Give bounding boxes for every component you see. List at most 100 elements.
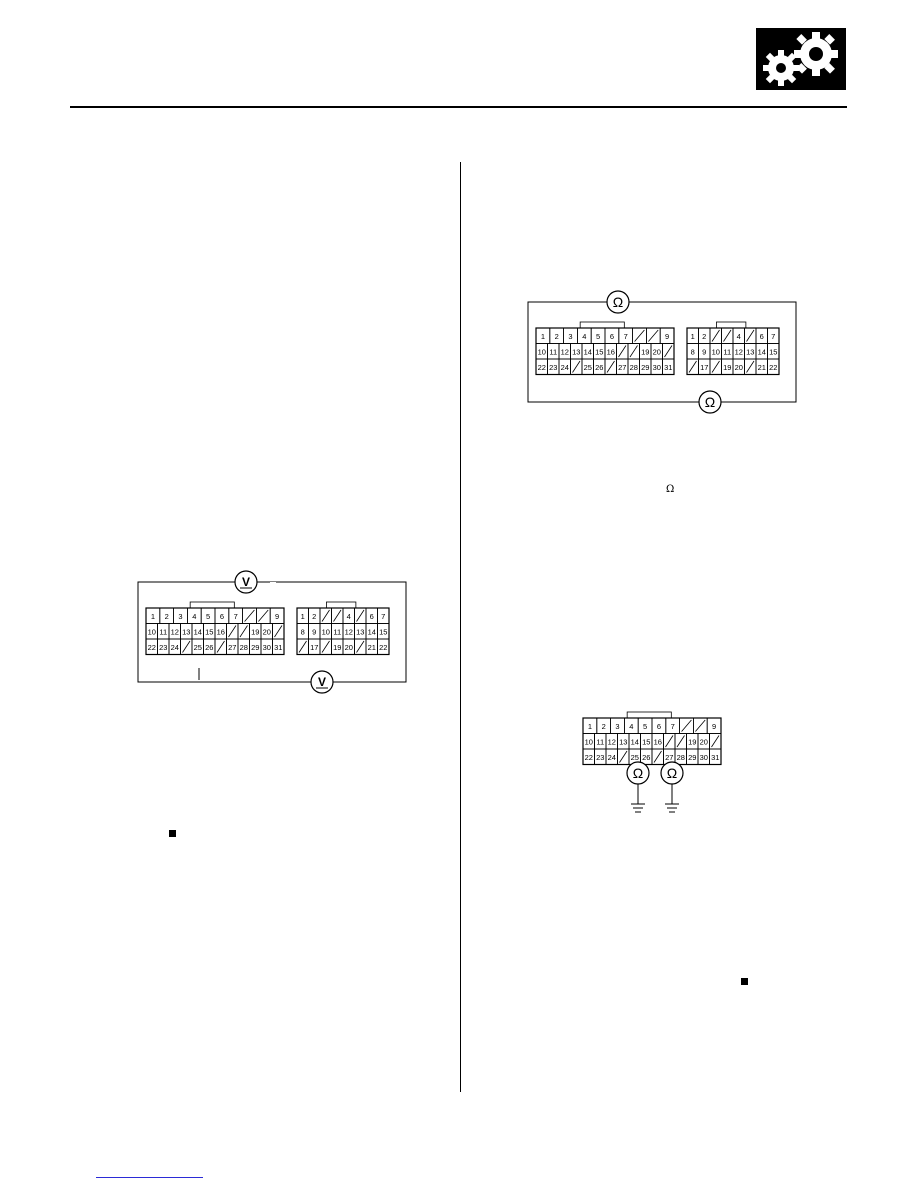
ohmmeter-right: Ω: [660, 761, 684, 785]
terminal-number: 10: [148, 627, 156, 636]
terminal-number: 6: [610, 332, 614, 341]
voltmeter-top: V: [234, 570, 258, 594]
terminal-number: 12: [735, 347, 743, 356]
ohmmeter-top: Ω: [606, 290, 630, 314]
terminal-number: 11: [723, 347, 731, 356]
terminal-number: 7: [234, 612, 238, 621]
terminal-number: 2: [702, 332, 706, 341]
terminal-number: 3: [615, 722, 619, 731]
terminal-number: 28: [240, 643, 248, 652]
header-rule: [70, 106, 847, 108]
terminal-number: 15: [642, 737, 650, 746]
unused-terminal-slash: [274, 625, 283, 638]
unused-terminal-slash: [182, 640, 191, 653]
terminal-number: 19: [688, 737, 696, 746]
terminal-number: 10: [585, 737, 593, 746]
terminal-number: 6: [760, 332, 764, 341]
terminal-number: 6: [657, 722, 661, 731]
ohmmeter-symbol: Ω: [667, 765, 677, 781]
terminal-number: 30: [263, 643, 271, 652]
terminal-number: 30: [700, 753, 708, 762]
terminal-number: 13: [572, 347, 580, 356]
unused-terminal-slash: [681, 719, 692, 732]
footer-link[interactable]: [96, 1177, 203, 1178]
terminal-number: 4: [192, 612, 196, 621]
terminal-number: 9: [702, 347, 706, 356]
unused-terminal-slash: [356, 640, 365, 653]
terminal-number: 22: [538, 363, 546, 372]
terminal-number: 13: [746, 347, 754, 356]
terminal-number: 14: [194, 627, 202, 636]
unused-terminal-slash: [634, 329, 645, 342]
unused-terminal-slash: [572, 360, 581, 373]
terminal-number: 12: [561, 347, 569, 356]
terminal-number: 4: [582, 332, 586, 341]
terminal-number: 12: [171, 627, 179, 636]
terminal-number: 9: [312, 627, 316, 636]
unused-terminal-slash: [333, 609, 342, 622]
unused-terminal-slash: [711, 329, 720, 342]
terminal-number: 25: [584, 363, 592, 372]
terminal-number: 1: [588, 722, 592, 731]
terminal-number: 29: [641, 363, 649, 372]
terminal-number: 13: [356, 627, 364, 636]
unused-terminal-slash: [619, 750, 628, 763]
unused-terminal-slash: [653, 750, 662, 763]
terminal-number: 7: [771, 332, 775, 341]
ohmmeter-symbol: Ω: [613, 294, 623, 310]
ohmmeter-bottom: Ω: [698, 390, 722, 414]
terminal-number: 26: [205, 643, 213, 652]
terminal-number: 7: [624, 332, 628, 341]
connector-cell: [662, 358, 675, 375]
terminal-number: 5: [206, 612, 210, 621]
unused-terminal-slash: [676, 735, 685, 748]
terminal-number: 24: [608, 753, 616, 762]
ohmmeter-left: Ω: [626, 761, 650, 785]
terminal-number: 9: [275, 612, 279, 621]
unused-terminal-slash: [711, 360, 720, 373]
terminal-number: 29: [251, 643, 259, 652]
unused-terminal-slash: [618, 345, 627, 358]
terminal-number: 12: [608, 737, 616, 746]
section-end-marker: [169, 830, 176, 837]
unused-terminal-slash: [321, 609, 330, 622]
terminal-number: 22: [148, 643, 156, 652]
unused-terminal-slash: [629, 345, 638, 358]
terminal-number: 20: [653, 347, 661, 356]
unused-terminal-slash: [723, 329, 732, 342]
unused-terminal-slash: [606, 360, 615, 373]
terminal-number: 4: [737, 332, 741, 341]
terminal-number: 9: [712, 722, 716, 731]
terminal-number: 7: [381, 612, 385, 621]
terminal-number: 5: [643, 722, 647, 731]
terminal-number: 31: [664, 363, 672, 372]
terminal-number: 17: [700, 363, 708, 372]
terminal-number: 5: [596, 332, 600, 341]
terminal-number: 15: [379, 627, 387, 636]
ohmmeter-symbol: Ω: [633, 765, 643, 781]
terminal-number: 27: [618, 363, 626, 372]
terminal-number: 21: [368, 643, 376, 652]
terminal-number: 2: [165, 612, 169, 621]
terminal-number: 10: [322, 627, 330, 636]
connector-cell: [272, 638, 285, 655]
terminal-number: 7: [671, 722, 675, 731]
ground-icon: [631, 784, 645, 813]
terminal-number: 2: [602, 722, 606, 731]
terminal-number: 1: [541, 332, 545, 341]
terminal-number: 11: [596, 737, 604, 746]
terminal-number: 14: [758, 347, 766, 356]
terminal-number: 20: [700, 737, 708, 746]
terminal-number: 17: [310, 643, 318, 652]
unused-terminal-slash: [356, 609, 365, 622]
unused-terminal-slash: [258, 609, 269, 622]
terminal-number: 24: [561, 363, 569, 372]
terminal-number: 29: [688, 753, 696, 762]
terminal-number: 9: [665, 332, 669, 341]
terminal-number: 11: [333, 627, 341, 636]
terminal-number: 3: [178, 612, 182, 621]
